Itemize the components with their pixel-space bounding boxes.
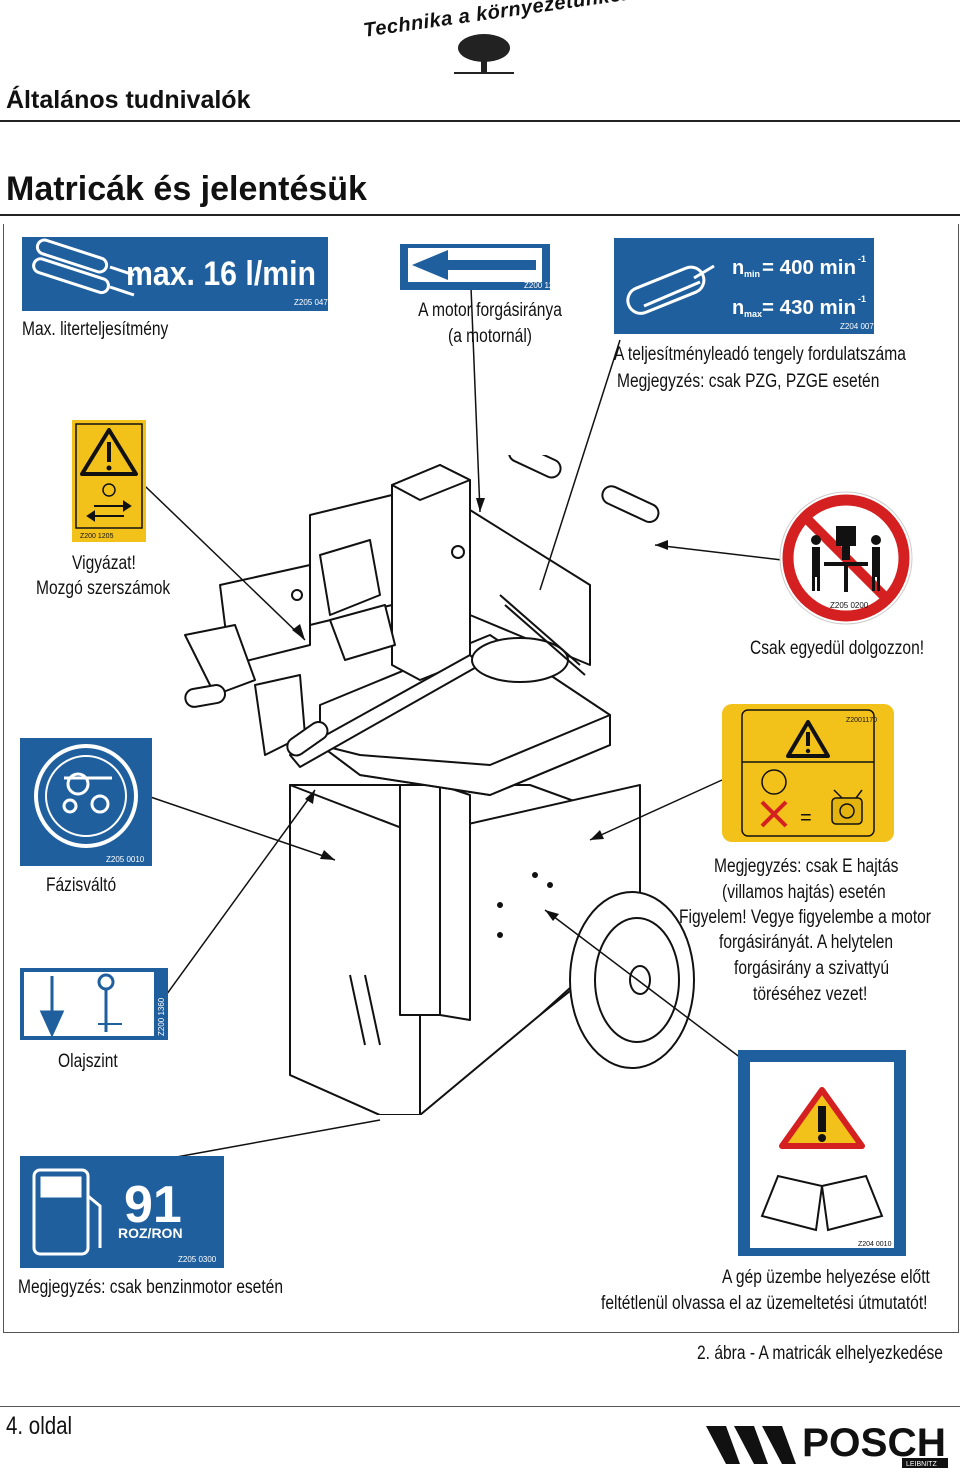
page-title: Matricák és jelentésük <box>6 170 367 208</box>
decal-code: Z205 0470 <box>294 298 328 307</box>
rotation-caption-1: A motor forgásiránya <box>418 300 562 321</box>
octane-number: 91 <box>124 1176 182 1234</box>
phase-changer-decal: Z205 0010 <box>20 738 152 866</box>
flow-caption: Max. literteljesítmény <box>22 319 169 340</box>
fuel-caption: Megjegyzés: csak benzinmotor esetén <box>18 1277 284 1298</box>
brand-subtitle: LEIBNITZ <box>906 1461 937 1468</box>
moving-tools-caption-2: Mozgó szerszámok <box>36 578 171 599</box>
flow-decal: max. 16 l/min Z205 0470 <box>22 237 328 311</box>
superscript: -1 <box>858 294 866 304</box>
page-number: 4. oldal <box>6 1412 73 1440</box>
oil-level-decal: Z200 1360 <box>20 968 168 1040</box>
posch-logo: POSCH LEIBNITZ <box>706 1421 948 1468</box>
decal-code: Z200 1205 <box>80 533 114 540</box>
manual-caption-1: A gép üzembe helyezése előtt <box>722 1267 930 1288</box>
divider <box>0 1406 960 1407</box>
brand-name: POSCH <box>802 1421 946 1465</box>
decal-code: Z205 0200 <box>830 601 869 610</box>
n-max-subscript: max <box>744 309 762 319</box>
moving-tools-caption-1: Vigyázat! <box>72 553 136 574</box>
shaft-icon <box>626 264 715 315</box>
figure-caption: 2. ábra - A matricák elhelyezkedése <box>697 1343 943 1364</box>
open-book-icon <box>760 1174 884 1232</box>
phase-changer-caption: Fázisváltó <box>46 875 117 896</box>
fuel-decal: 91 ROZ/RON Z205 0300 <box>20 1156 224 1268</box>
work-alone-decal: Z205 0200 <box>779 491 913 625</box>
divider <box>0 214 960 216</box>
two-persons-icon <box>811 526 881 592</box>
decal-code: Z204 0010 <box>858 1241 892 1248</box>
arrow-left-icon <box>412 250 536 280</box>
divider <box>0 120 960 122</box>
n-max-value: = 430 min <box>762 297 856 319</box>
pump-caption-line: Figyelem! Vegye figyelembe a motor <box>679 907 931 928</box>
section-heading: Általános tudnivalók <box>6 86 251 114</box>
cross-icon <box>760 800 788 828</box>
broken-pump-icon <box>831 789 863 825</box>
moving-tools-decal: Z200 1205 <box>72 420 146 542</box>
oil-level-caption: Olajszint <box>58 1051 118 1072</box>
log-splitter-drawing <box>184 455 695 1115</box>
manual-caption-2: feltétlenül olvassa el az üzemeltetési ú… <box>601 1293 928 1314</box>
pump-caption-line: forgásirányát. A helytelen <box>719 932 894 953</box>
decal-code: Z204 0070 <box>840 322 874 331</box>
flow-rate-label: max. 16 l/min <box>126 255 316 293</box>
n-min-subscript: min <box>744 269 760 279</box>
pump-caption-line: töréséhez vezet! <box>753 984 868 1005</box>
decal-code: Z205 0300 <box>178 1255 217 1264</box>
plug-icon <box>62 772 112 814</box>
decal-code: Z200 1360 <box>157 997 166 1036</box>
rotation-icon <box>102 483 116 497</box>
pump-caption-line: (villamos hajtás) esetén <box>722 882 886 903</box>
tree-icon <box>454 34 514 74</box>
n-symbol: n <box>732 257 744 279</box>
decal-code: Z205 0010 <box>106 855 145 864</box>
n-symbol: n <box>732 297 744 319</box>
pto-caption-1: A teljesítményleadó tengely fordulatszám… <box>614 344 906 365</box>
decal-code: Z200 1220 <box>524 281 550 290</box>
read-manual-decal: Z204 0010 <box>738 1050 906 1256</box>
rotation-caption-2: (a motornál) <box>448 326 532 347</box>
pump-rotation-decal: Z2001170 = <box>722 704 894 842</box>
decal-code: Z2001170 <box>846 717 877 724</box>
octane-grade: ROZ/RON <box>118 1225 183 1241</box>
equals-sign: = <box>800 807 812 829</box>
n-min-value: = 400 min <box>762 257 856 279</box>
pump-caption-line: Megjegyzés: csak E hajtás <box>714 856 899 877</box>
rotation-decal: Z200 1220 <box>400 244 550 290</box>
pump-caption-line: forgásirány a szivattyú <box>734 958 890 979</box>
work-alone-caption: Csak egyedül dolgozzon! <box>750 638 925 659</box>
fuel-pump-icon <box>32 1168 102 1256</box>
rotation-icon <box>761 769 787 795</box>
figure-frame <box>3 224 959 1333</box>
superscript: -1 <box>858 254 866 264</box>
arrow-down-icon <box>39 1010 65 1038</box>
pto-decal: n min = 400 min -1 n max = 430 min -1 Z2… <box>614 238 874 334</box>
tagline-logo: Technika a környezetünkért <box>362 0 638 76</box>
pto-caption-2: Megjegyzés: csak PZG, PZGE esetén <box>617 371 880 392</box>
